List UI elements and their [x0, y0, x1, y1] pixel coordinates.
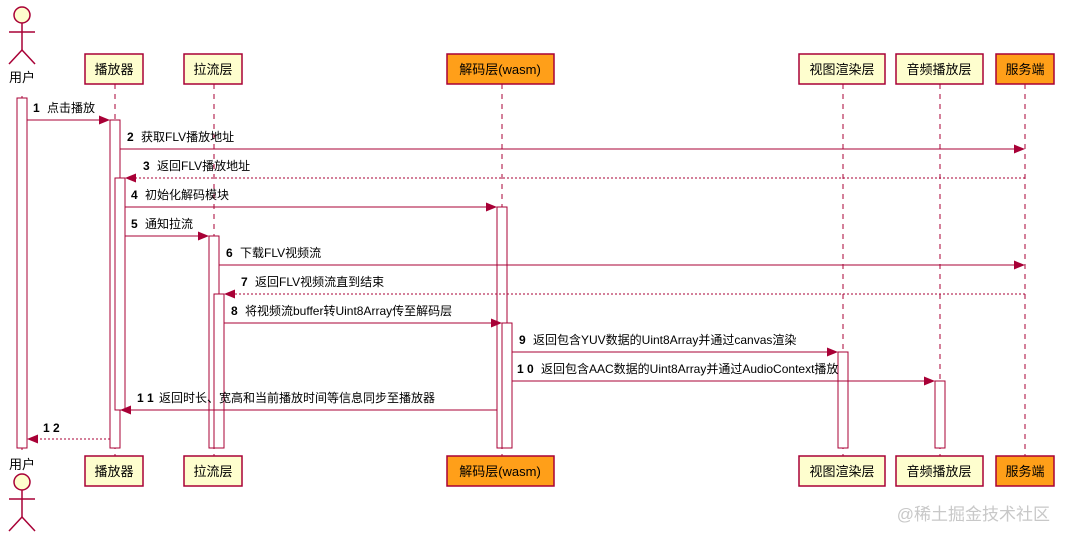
watermark: @稀土掘金技术社区 [897, 505, 1050, 524]
participant-label: 视图渲染层 [809, 62, 874, 77]
user-actor-bottom: 用户 [8, 457, 36, 532]
message-number: 1 0 [517, 362, 534, 376]
message-12: 1 2 [27, 421, 110, 444]
message-number: 3 [143, 159, 150, 173]
activation-player-2 [114, 177, 126, 411]
participant-pull-top: 拉流层 [183, 53, 243, 85]
message-text: 初始化解码模块 [145, 188, 229, 202]
message-text: 返回包含AAC数据的Uint8Array并通过AudioContext播放 [541, 361, 838, 376]
user-label-bottom: 用户 [9, 457, 35, 472]
arrow-right-icon [198, 231, 209, 241]
participant-label: 解码层(wasm) [459, 464, 541, 479]
message-number: 1 [33, 101, 40, 115]
participant-label: 播放器 [94, 464, 133, 479]
message-8: 8 将视频流buffer转Uint8Array传至解码层 [224, 303, 502, 328]
participant-label: 解码层(wasm) [459, 62, 541, 77]
arrow-right-icon [827, 347, 838, 357]
participant-player-top: 播放器 [84, 53, 144, 85]
message-text: 返回FLV视频流直到结束 [255, 274, 384, 289]
message-3: 3 返回FLV播放地址 [125, 158, 1025, 183]
message-6: 6 下载FLV视频流 [219, 245, 1025, 270]
message-9: 9 返回包含YUV数据的Uint8Array并通过canvas渲染 [512, 332, 838, 357]
user-label-top: 用户 [9, 70, 35, 85]
message-number: 2 [127, 130, 134, 144]
message-text: 返回时长、宽高和当前播放时间等信息同步至播放器 [159, 390, 435, 405]
participant-video-bottom: 视图渲染层 [798, 455, 886, 487]
message-11: 1 1 返回时长、宽高和当前播放时间等信息同步至播放器 [120, 390, 497, 415]
participant-video-top: 视图渲染层 [798, 53, 886, 85]
arrow-right-icon [924, 376, 935, 386]
arrow-left-icon [125, 173, 136, 183]
message-5: 5 通知拉流 [125, 216, 209, 241]
participant-label: 播放器 [94, 62, 133, 77]
activation-decode-2 [501, 322, 513, 449]
message-text: 下载FLV视频流 [240, 245, 321, 260]
message-number: 4 [131, 188, 138, 202]
message-2: 2 获取FLV播放地址 [120, 129, 1025, 154]
message-text: 将视频流buffer转Uint8Array传至解码层 [245, 303, 452, 318]
message-text: 获取FLV播放地址 [141, 129, 234, 144]
arrow-left-icon [224, 289, 235, 299]
message-number: 6 [226, 246, 233, 260]
arrow-right-icon [486, 202, 497, 212]
participant-label: 拉流层 [193, 62, 232, 77]
message-text: 通知拉流 [145, 216, 193, 231]
participant-decode-bottom: 解码层(wasm) [446, 455, 555, 487]
participant-label: 视图渲染层 [809, 464, 874, 479]
message-number: 1 1 [137, 391, 154, 405]
message-text: 返回FLV播放地址 [157, 158, 250, 173]
activation-bars [16, 97, 946, 449]
participant-player-bottom: 播放器 [84, 455, 144, 487]
participant-label: 服务端 [1005, 464, 1044, 479]
user-actor-top: 用户 [8, 6, 36, 85]
participant-audio-bottom: 音频播放层 [895, 455, 984, 487]
participant-audio-top: 音频播放层 [895, 53, 984, 85]
arrow-right-icon [491, 318, 502, 328]
participant-server-top: 服务端 [995, 53, 1055, 85]
activation-video [837, 351, 849, 449]
activation-audio [934, 380, 946, 449]
arrow-right-icon [1014, 260, 1025, 270]
message-number: 9 [519, 333, 526, 347]
participant-server-bottom: 服务端 [995, 455, 1055, 487]
message-text: 返回包含YUV数据的Uint8Array并通过canvas渲染 [533, 332, 796, 347]
participant-decode-top: 解码层(wasm) [446, 53, 555, 85]
activation-user [16, 97, 28, 449]
arrow-right-icon [1014, 144, 1025, 154]
message-number: 1 2 [43, 421, 60, 435]
participant-label: 拉流层 [193, 464, 232, 479]
participant-label: 音频播放层 [906, 62, 971, 77]
message-number: 5 [131, 217, 138, 231]
message-1: 1 点击播放 [27, 100, 110, 125]
message-text: 点击播放 [47, 100, 95, 115]
arrow-right-icon [99, 115, 110, 125]
message-7: 7 返回FLV视频流直到结束 [224, 274, 1025, 299]
activation-pull-2 [213, 293, 225, 449]
arrow-left-icon [120, 405, 131, 415]
participant-label: 服务端 [1005, 62, 1044, 77]
message-number: 8 [231, 304, 238, 318]
message-number: 7 [241, 275, 248, 289]
message-10: 1 0 返回包含AAC数据的Uint8Array并通过AudioContext播… [512, 361, 935, 386]
participant-pull-bottom: 拉流层 [183, 455, 243, 487]
arrow-left-icon [27, 434, 38, 444]
participant-label: 音频播放层 [906, 464, 971, 479]
message-4: 4 初始化解码模块 [125, 188, 497, 212]
